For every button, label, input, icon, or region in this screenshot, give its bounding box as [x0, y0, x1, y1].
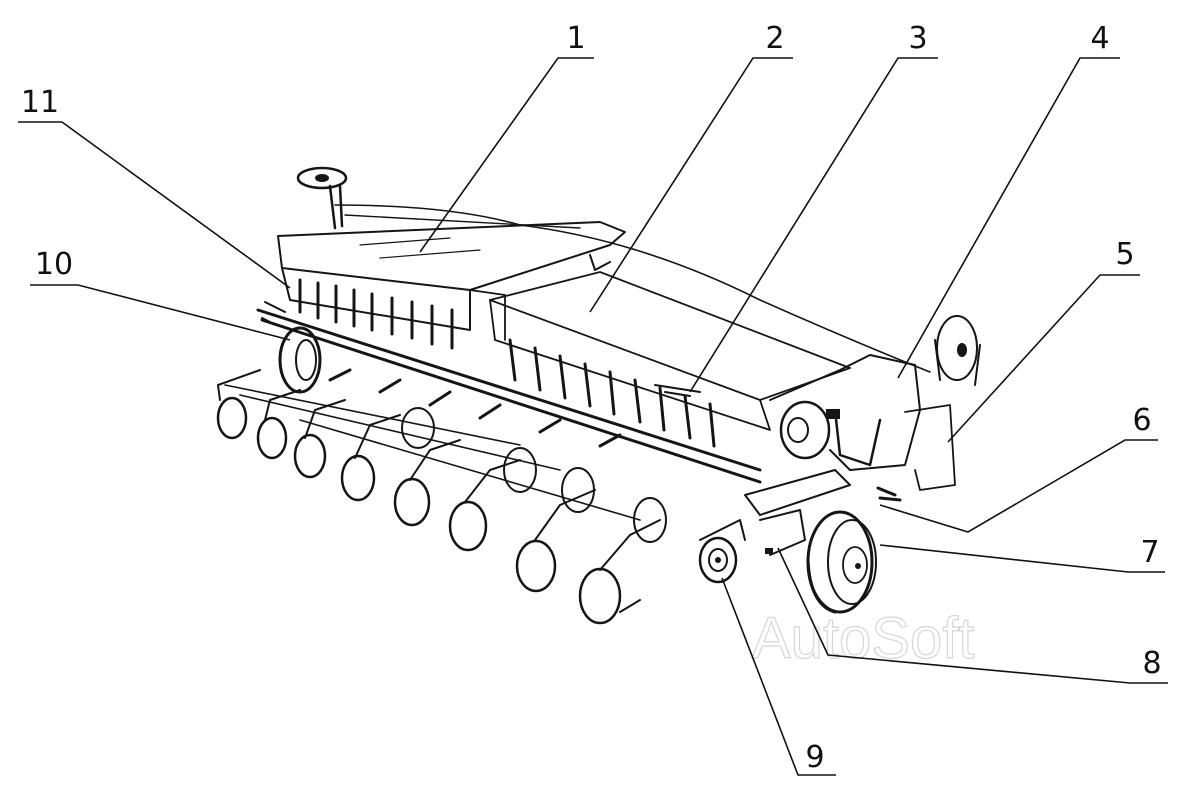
callout-3: 3	[908, 21, 927, 56]
leader-line-11	[18, 121, 291, 289]
callout-2: 2	[765, 21, 784, 56]
press-wheel	[515, 467, 596, 593]
leader-line-4	[897, 57, 1120, 379]
drawbar	[744, 469, 851, 556]
callout-7: 7	[1140, 535, 1159, 570]
leader-line-1	[419, 57, 594, 253]
leader-line-8	[777, 547, 1168, 684]
end-disc	[278, 326, 322, 394]
transport-wheel	[806, 510, 877, 614]
leader-line-2	[589, 57, 793, 313]
seed-hopper-main	[489, 254, 851, 448]
callout-8: 8	[1142, 646, 1161, 681]
transmission-housing	[769, 315, 981, 502]
leader-lines	[18, 57, 1168, 776]
callout-9: 9	[805, 740, 824, 775]
callout-10: 10	[35, 247, 73, 282]
leader-line-10	[30, 284, 291, 341]
marker-arm	[296, 166, 931, 373]
press-wheel	[293, 399, 346, 479]
leader-line-6	[879, 439, 1158, 533]
callout-11: 11	[21, 85, 59, 120]
leader-line-7	[879, 544, 1165, 573]
leader-line-3	[689, 57, 938, 393]
callout-5: 5	[1115, 237, 1134, 272]
press-wheel	[578, 497, 667, 625]
press-wheel	[448, 447, 537, 552]
seed-drill-illustration	[216, 166, 981, 625]
drive-sprocket	[698, 519, 746, 584]
press-wheel	[216, 369, 261, 440]
callout-6: 6	[1132, 403, 1151, 438]
seed-hopper-left	[277, 221, 626, 350]
callout-4: 4	[1090, 21, 1109, 56]
press-wheel	[393, 439, 461, 527]
callout-labels: 1 2 3 4 5 6 7 8 9 10 11	[21, 21, 1162, 775]
press-wheel	[256, 389, 301, 460]
leader-line-5	[947, 274, 1140, 443]
leader-line-9	[721, 577, 836, 776]
coulter-row	[216, 368, 667, 625]
watermark-text: AutoSoft	[752, 606, 974, 671]
frame-beam	[256, 301, 762, 484]
callout-1: 1	[566, 21, 585, 56]
